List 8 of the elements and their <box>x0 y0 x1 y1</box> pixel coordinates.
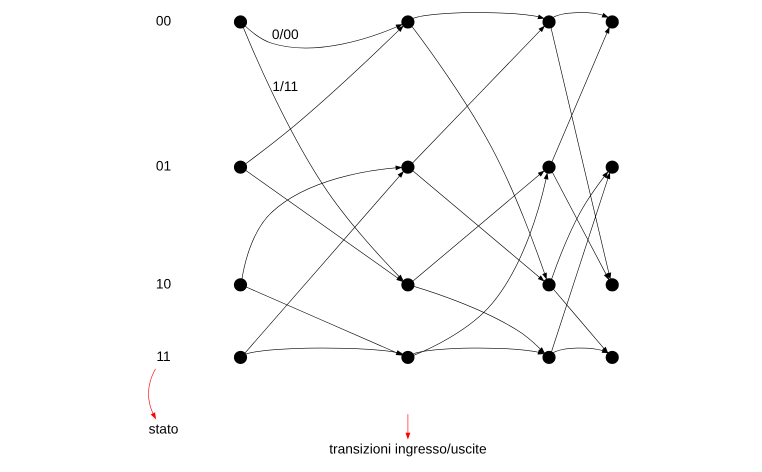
node-text: 00 <box>156 13 172 28</box>
node-text: transizioni ingresso/uscite <box>329 442 487 457</box>
node-text: stato <box>148 422 178 437</box>
edge-label: 1/11 <box>272 79 298 94</box>
node-text: 11 <box>156 348 171 364</box>
node-text: 10 <box>156 276 172 292</box>
edge-label: 0/00 <box>272 27 299 42</box>
node-text: 01 <box>156 158 172 174</box>
